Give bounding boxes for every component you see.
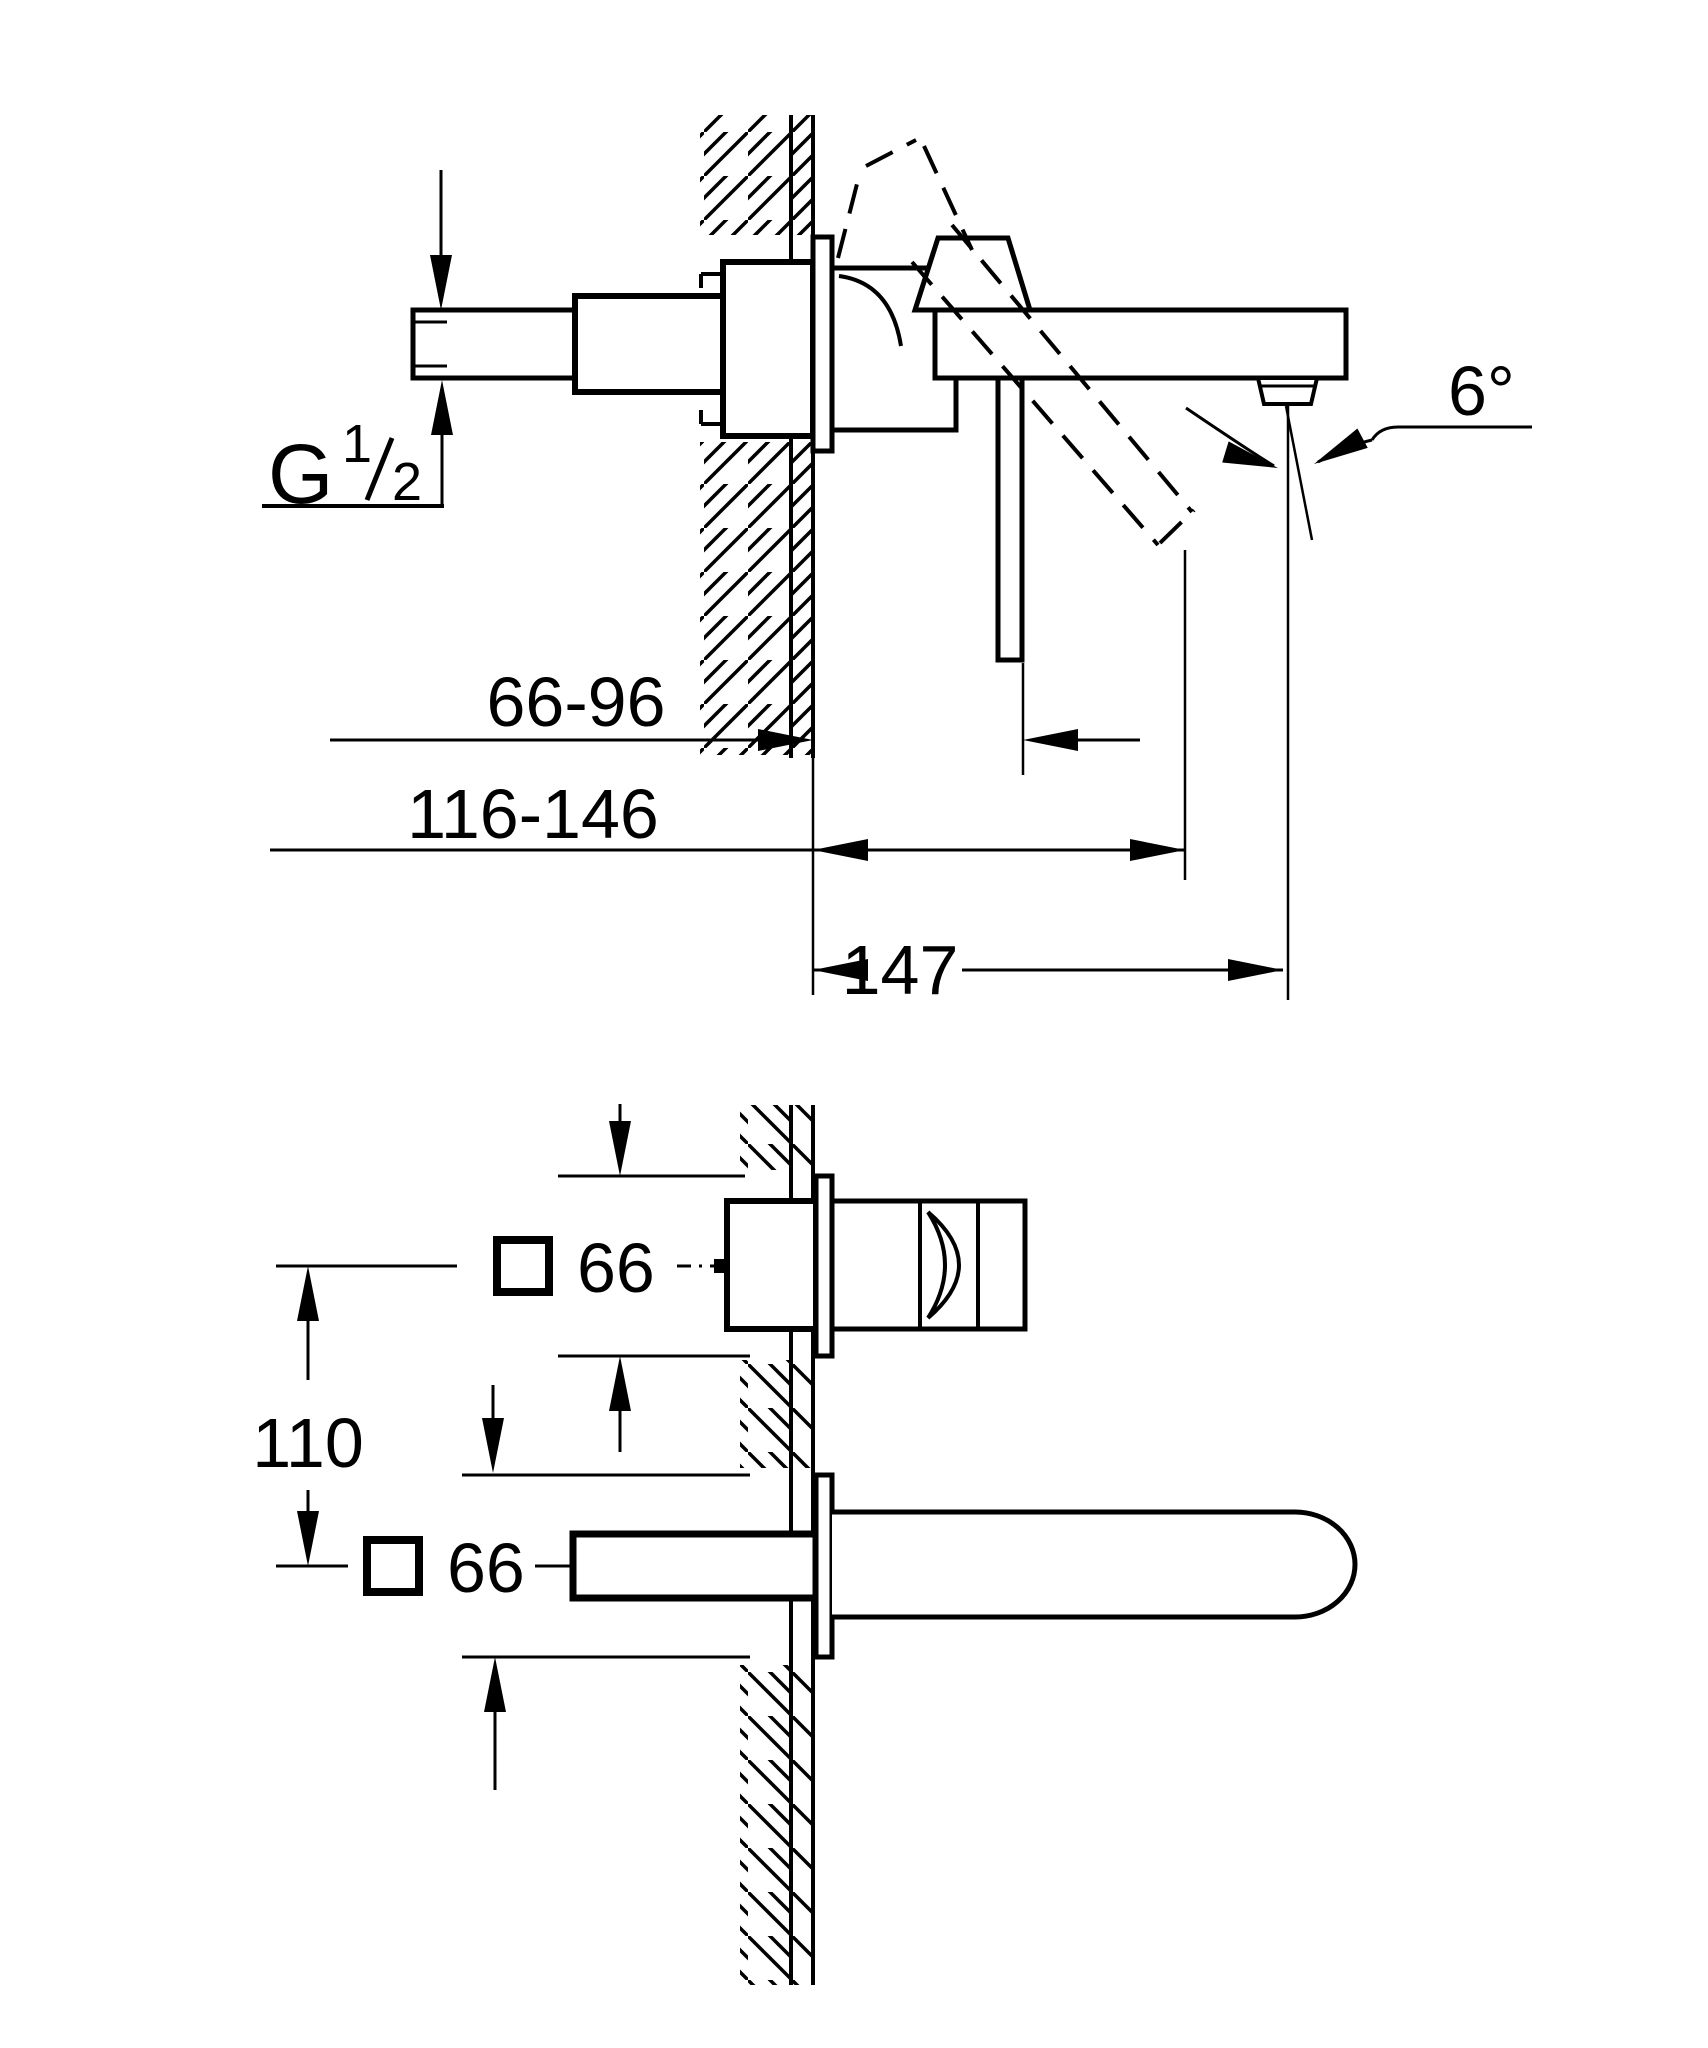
lever-handle-solid [995, 375, 1025, 663]
lever-handle-dashed [836, 138, 1196, 547]
arrowhead-up-110 [297, 1266, 319, 1321]
dimension-110: 110 [252, 1264, 457, 1568]
dim-147-label: 147 [842, 931, 959, 1009]
water-stream-lines [1284, 404, 1314, 1000]
arrowhead-up-plate-bottom [609, 1356, 631, 1411]
supply-pipe [410, 307, 578, 381]
spout-side [932, 307, 1349, 381]
plan-hatch-band-1 [740, 1105, 813, 1170]
extension-lines-top-view [811, 550, 1187, 995]
arrowhead-angle-right [1314, 428, 1368, 464]
arrowhead-angle-left [1222, 441, 1278, 468]
angle-annotation: 6° [1185, 352, 1532, 468]
dome-arc-inner [926, 1210, 947, 1320]
arrowhead-right-aerator [1228, 959, 1283, 981]
tilted-stream-line [1284, 405, 1314, 541]
plan-hatch-band-2 [740, 1360, 813, 1468]
wall-hatch-top-view [700, 115, 815, 758]
union-nut [572, 293, 726, 395]
dimension-116-146: 116-146 [270, 775, 1185, 861]
arrowhead-up-spout-plate-bottom [484, 1657, 506, 1712]
thread-denominator: 2 [392, 452, 422, 512]
arrowhead-left-lever [1023, 729, 1078, 751]
spout-size-label: 66 [363, 1529, 571, 1607]
lever-base [911, 235, 1034, 313]
escutcheon-plate-side [810, 234, 835, 454]
dim-116-146-label: 116-146 [407, 775, 659, 853]
wall-hatch-plan-view [740, 1105, 815, 1985]
angle-arc-left [1185, 406, 1275, 468]
arrowhead-down-plate-top [609, 1121, 631, 1176]
arrowhead-right-wall [758, 729, 813, 751]
spout-escutcheon-plate [813, 1472, 835, 1660]
handle-size-label: 66 [493, 1229, 728, 1307]
leader-endpoint [714, 1259, 728, 1273]
dimension-66-96: 66-96 [330, 663, 1140, 751]
dimension-147: 147 [813, 931, 1283, 1009]
fraction-slash [364, 437, 395, 501]
plan-hatch-band-3 [740, 1665, 813, 1985]
arrowhead-left-wall [813, 839, 868, 861]
side-section-view: 6° G 1 2 66-96 [262, 115, 1532, 1009]
arrowhead-up-pipe [431, 380, 453, 435]
arrowhead-down-110 [297, 1511, 319, 1566]
handle-size-value: 66 [577, 1229, 655, 1307]
angle-leader-line [1370, 425, 1532, 441]
plan-view: 66 110 [252, 1104, 1358, 1985]
handle-plate-edge-refs [558, 1104, 750, 1452]
thread-label: G 1 2 [262, 170, 453, 521]
spout-plan [832, 1509, 1358, 1620]
angle-label: 6° [1448, 352, 1515, 430]
arrowhead-right-dashed-tip [1130, 839, 1185, 861]
hinge-arc [838, 274, 903, 347]
spout-size-value: 66 [447, 1529, 525, 1607]
dome-arc-outer [926, 1210, 961, 1320]
spout-rough-body [569, 1530, 820, 1602]
arrowhead-left-wall-147 [813, 959, 868, 981]
handle-rough-body [724, 1198, 819, 1332]
rough-in-body [699, 259, 816, 439]
dim-110-label: 110 [252, 1404, 364, 1482]
wall-hatch-band-upper [700, 115, 813, 235]
arrowhead-down-spout-plate-top [482, 1418, 504, 1473]
square-symbol-icon-2 [363, 1536, 423, 1596]
wall-hatch-band-lower [700, 442, 813, 755]
aerator [1255, 376, 1320, 406]
dim-66-96-label: 66-96 [486, 663, 665, 741]
square-symbol-icon [493, 1236, 553, 1296]
handle-cap-plan [829, 1198, 1028, 1332]
thread-numerator: 1 [342, 414, 372, 474]
arrowhead-down-pipe [430, 255, 452, 310]
spout-plate-edge-refs [462, 1385, 750, 1790]
